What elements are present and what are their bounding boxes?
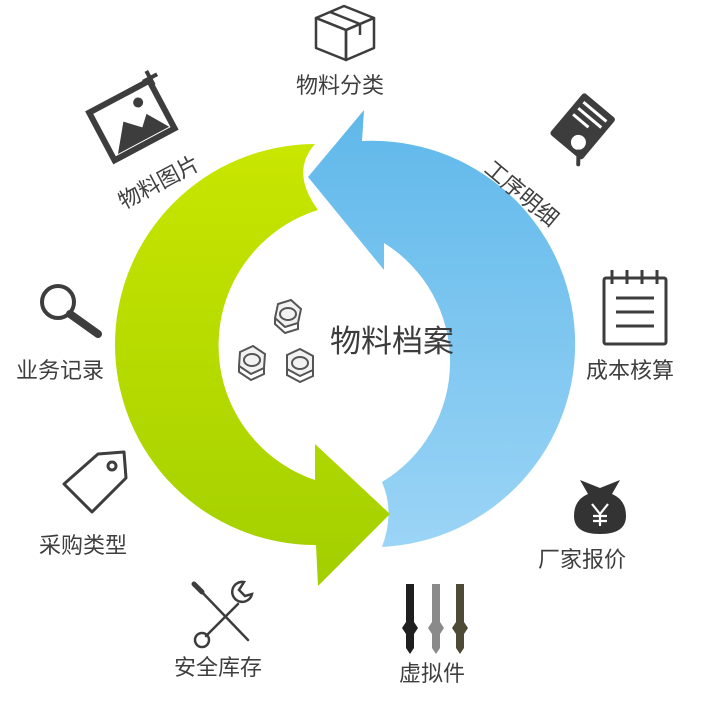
label-business-record: 业务记录 (16, 359, 105, 384)
green-cycle-arrow (114, 144, 390, 586)
money-bag-yen-icon (574, 480, 626, 534)
magnifier-icon (40, 284, 102, 338)
hex-nuts-icon (237, 298, 314, 384)
box-icon (314, 4, 376, 62)
center-title: 物料档案 (330, 324, 454, 360)
connectors-icon (402, 584, 468, 654)
wrench-screwdriver-icon (191, 580, 254, 649)
image-add-icon (85, 70, 179, 165)
label-cost-accounting: 成本核算 (586, 359, 675, 384)
blue-cycle-arrow (308, 110, 576, 547)
label-virtual-part: 虚拟件 (399, 662, 466, 687)
label-vendor-quote: 厂家报价 (538, 548, 627, 573)
label-safety-stock: 安全库存 (174, 656, 263, 681)
label-purchase-type: 采购类型 (39, 534, 128, 559)
notepad-icon (602, 270, 668, 346)
document-search-icon (550, 93, 615, 167)
label-material-category: 物料分类 (296, 74, 385, 99)
price-tag-icon (62, 450, 128, 514)
